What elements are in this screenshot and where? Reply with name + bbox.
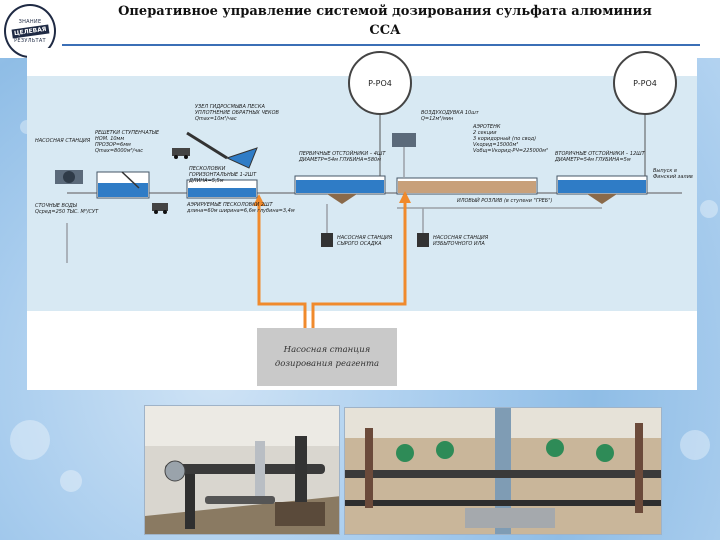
aerated-sand-trap (186, 179, 258, 199)
logo-top-text: ЗНАНИЕ (18, 18, 42, 25)
pump-station-label: НАСОСНАЯ СТАНЦИЯ (35, 138, 91, 144)
photo-illustration (145, 406, 339, 534)
active-sludge-pump-label: НАСОСНАЯ СТАНЦИЯ ИЗБЫТОЧНОГО ИЛА (433, 235, 489, 247)
phosphate-sensor-right: P-PO4 (613, 51, 677, 115)
background-bokeh (10, 420, 50, 460)
blower-icon (392, 133, 416, 147)
title-underline (62, 44, 700, 46)
secondary-settler (556, 175, 648, 204)
aerated-sand-traps-label: АЭРИРУЕМЫЕ ПЕСКОЛОВКИ 2ШТ длина=60м шири… (187, 202, 295, 214)
grates-label: РЕШЕТКИ СТУПЕНЧАТЫЕ НОМ. 10мм ПРОЗОР=6мм… (95, 130, 160, 154)
primary-settlers-label: ПЕРВИЧНЫЕ ОТСТОЙНИКИ – 4ШТ ДИАМЕТР=54м Г… (299, 151, 386, 163)
outlet-label: Выпуск в Финский залив (653, 168, 693, 180)
horizontal-sand-traps-label: ПЕСКОЛОВКИ ГОРИЗОНТАЛЬНЫЕ 1-2ШТ ДЛИНА=5,… (189, 166, 257, 184)
truck-icon (172, 148, 190, 159)
photo-illustration (345, 408, 661, 534)
aerotank-label: АЭРОТЕНК 2 секции 3 коридорный (по свод)… (473, 124, 548, 154)
active-sludge-pump-icon (417, 208, 429, 247)
reagent-station-line-2: дозирования реагента (274, 359, 380, 369)
logo-bottom-text: РЕЗУЛЬТАТ (14, 37, 46, 44)
background-bokeh (60, 470, 82, 492)
dosing-pump-room-photo (144, 405, 340, 535)
reagent-station-line-1: Насосная станция (283, 345, 371, 355)
phosphate-sensor-left: P-PO4 (348, 51, 412, 115)
raw-sludge-pump-label: НАСОСНАЯ СТАНЦИЯ СЫРОГО ОСАДКА (337, 235, 393, 247)
sand-wash-label: УЗЕЛ ГИДРОСМЫВА ПЕСКА УПЛОТНЕНИЕ ОБРАТНЫ… (195, 104, 279, 122)
reagent-dosing-station: Насосная станция дозирования реагента (257, 328, 397, 386)
return-sludge-label: ИЛОВЫЙ РОЗЛИВ (в ступени "ГРЕБ") (457, 198, 553, 204)
slide-title: Оперативное управление системой дозирова… (70, 2, 700, 40)
grates-tank (96, 171, 150, 199)
sand-conveyor (186, 131, 258, 169)
truck-icon (152, 203, 168, 214)
dosing-arrow-right (399, 191, 411, 203)
background-bokeh (680, 430, 710, 460)
sensor-label: P-PO4 (633, 78, 657, 88)
scheme-drawing (55, 100, 682, 328)
primary-settler (294, 175, 386, 204)
aerotank (396, 177, 538, 195)
raw-sludge-pump-icon (321, 204, 333, 247)
secondary-settlers-label: ВТОРИЧНЫЕ ОТСТОЙНИКИ – 12ШТ ДИАМЕТР=54м … (555, 151, 645, 163)
dosing-arrow-left (253, 194, 265, 206)
process-scheme: P-PO4 P-PO4 Насосная станция дозирования… (27, 48, 697, 390)
title-line-2: ССА (369, 23, 401, 38)
sensor-label: P-PO4 (368, 78, 392, 88)
title-line-1: Оперативное управление системой дозирова… (118, 4, 652, 19)
background-bokeh (700, 200, 718, 218)
logo-middle-text: ЦЕЛЕВАЯ (11, 23, 49, 39)
inlet-pump-icon (55, 170, 83, 184)
dosing-pipework-photo (344, 407, 662, 535)
blowers-label: ВОЗДУХОДУВКА 10шт Q=12м³/мин (421, 110, 479, 122)
inlet-label: СТОЧНЫЕ ВОДЫ Qсред=250 ТЫС. М³/СУТ (35, 203, 99, 215)
